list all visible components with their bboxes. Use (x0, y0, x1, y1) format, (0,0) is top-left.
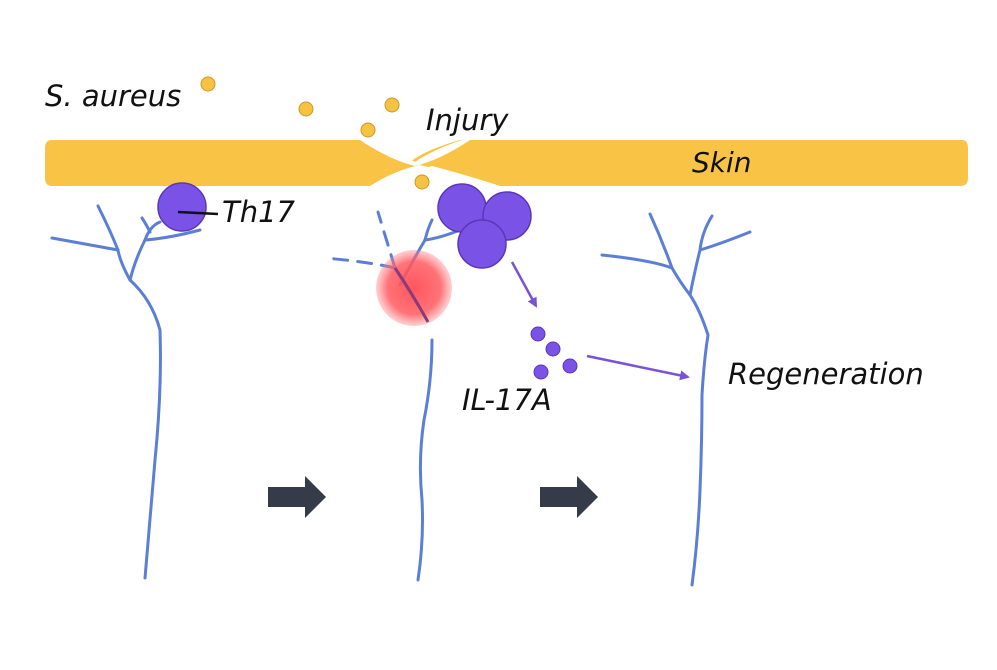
right-arrow-icon (540, 476, 598, 518)
th17-cell (157, 182, 207, 232)
bacterium (384, 97, 400, 113)
secretion-arrow (510, 261, 538, 308)
injury-wound-lower (370, 165, 500, 186)
th17-cell (457, 219, 507, 269)
regeneration-label: Regeneration (728, 357, 924, 391)
skin-layer (45, 140, 968, 186)
il17a-molecule (533, 364, 549, 380)
bacterium (298, 101, 314, 117)
bacteria-label: S. aureus (45, 79, 181, 113)
nerve-segment-damaged (393, 267, 430, 323)
injury-label: Injury (426, 103, 509, 137)
nerve-regenerated-right (600, 212, 752, 587)
th17-pointer (177, 210, 219, 216)
th17-label: Th17 (222, 195, 296, 229)
il17a-molecule (530, 326, 546, 342)
il17a-label: IL-17A (462, 383, 552, 417)
nerve-damage-spot (376, 250, 452, 326)
bacterium (414, 174, 430, 190)
nerve-intact-left (50, 204, 202, 580)
skin-label: Skin (692, 146, 752, 179)
regeneration-arrow (586, 354, 690, 381)
bacterium (200, 76, 216, 92)
injury-wound (360, 140, 470, 166)
il17a-molecule (545, 341, 561, 357)
il17a-molecule (562, 358, 578, 374)
bacterium (360, 122, 376, 138)
right-arrow-icon (268, 476, 326, 518)
